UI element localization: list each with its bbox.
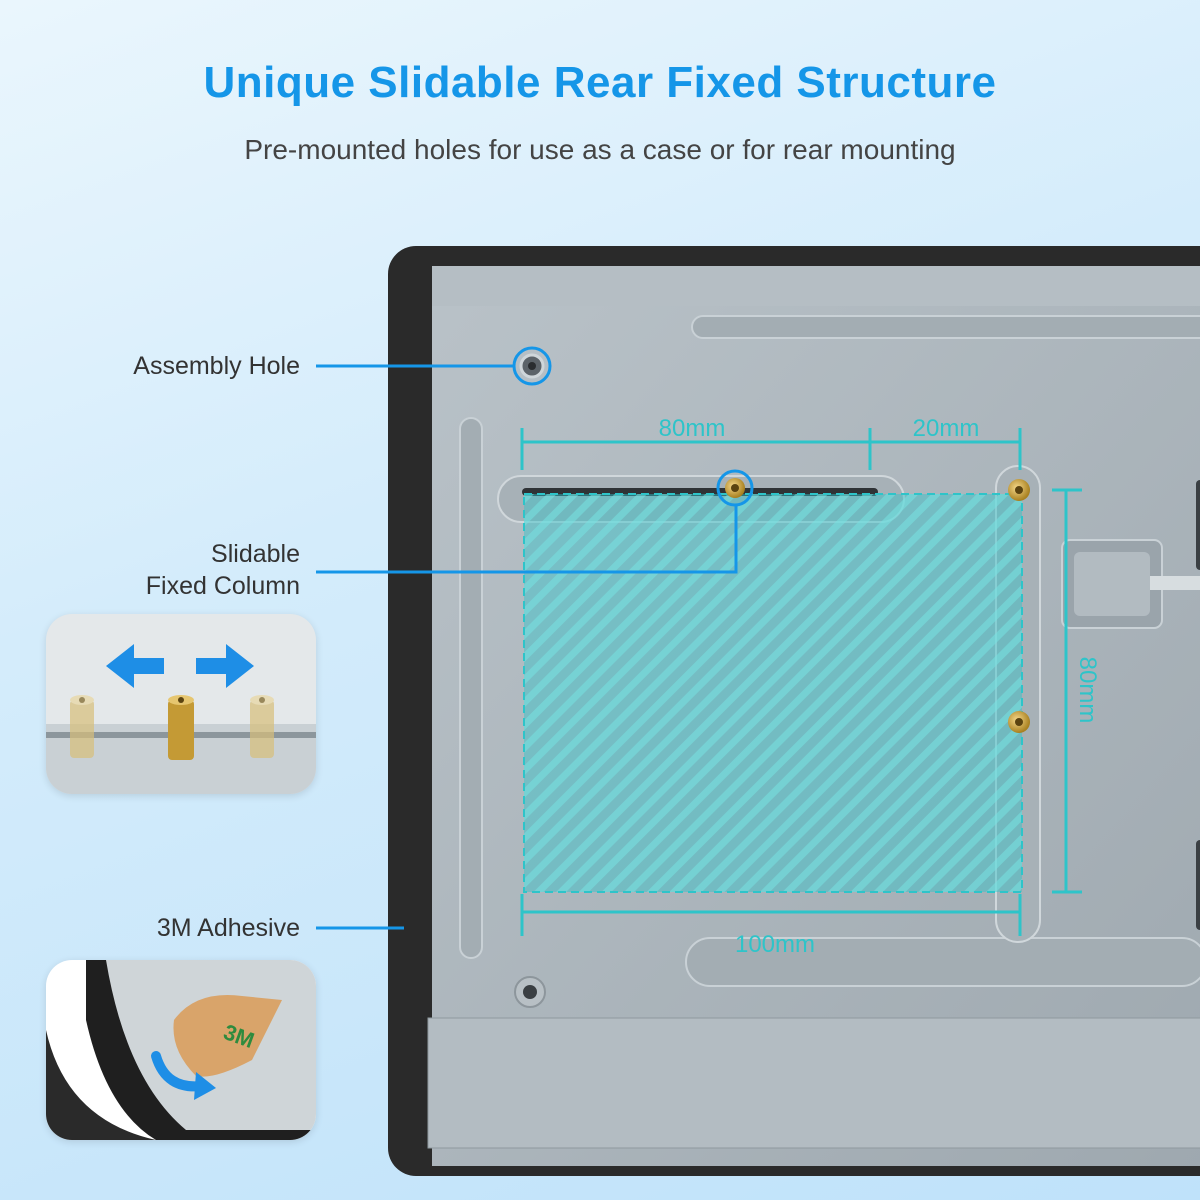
dim-20mm: 20mm [913, 415, 980, 442]
standoff-left [70, 695, 94, 758]
callout-lines [316, 364, 738, 930]
standoff-inset-illustration [46, 644, 316, 794]
standoff-right [250, 695, 274, 758]
bottom-slot [685, 937, 1200, 987]
dim-100mm: 100mm [735, 931, 815, 958]
left-arrow-icon [106, 644, 164, 688]
standoff-center [168, 695, 194, 760]
callout-assembly-hole: Assembly Hole [133, 352, 300, 380]
dim-80mm-top: 80mm [659, 415, 726, 442]
dimension-lines [520, 428, 1082, 936]
standoff-top-right [1008, 479, 1030, 501]
callout-adhesive: 3M Adhesive [156, 914, 300, 942]
vesa-mount-area [523, 493, 1023, 893]
top-slot [691, 315, 1200, 339]
standoff-inset [46, 614, 316, 794]
callout-slidable-line1: Slidable [211, 540, 300, 568]
peeling-tape [173, 995, 282, 1077]
callout-slidable-line2: Fixed Column [145, 572, 300, 600]
curved-arrow-head [194, 1072, 216, 1100]
page-title: Unique Slidable Rear Fixed Structure [203, 58, 997, 107]
adhesive-inset-illustration: 3M [46, 960, 316, 1140]
adhesive-inset: 3M [46, 960, 316, 1140]
callout-slidable: Slidable Fixed Column [40, 538, 300, 602]
standoff-bottom-right [1008, 711, 1030, 733]
right-arrow-icon [196, 644, 254, 688]
page-subtitle: Pre-mounted holes for use as a case or f… [244, 134, 956, 165]
left-slot [459, 417, 483, 959]
assembly-hole-bottom [514, 976, 546, 1008]
dim-80mm-vertical: 80mm [1074, 657, 1101, 724]
